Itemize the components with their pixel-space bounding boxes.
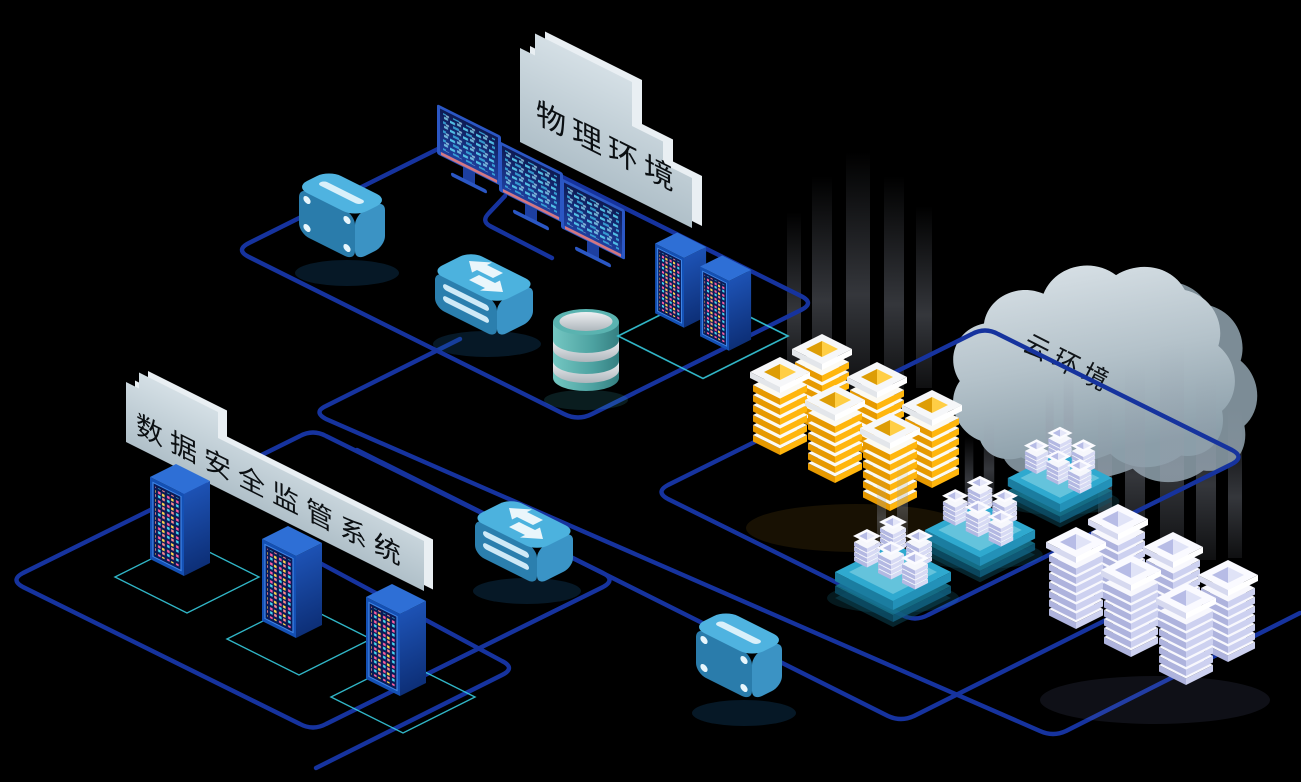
server-icon (654, 231, 707, 329)
beam (1196, 372, 1216, 560)
router-shadow (692, 700, 796, 726)
router-dot (343, 215, 351, 225)
connector-loop-cloud (659, 328, 1241, 621)
router-dot (700, 663, 708, 673)
stack-tower-purple (1046, 527, 1106, 629)
router-dot (700, 635, 708, 645)
monitor-icon (499, 141, 563, 231)
plate-face (126, 372, 424, 591)
beam (884, 176, 904, 390)
connector-elbow-bottom (313, 559, 512, 771)
stack-tower-yellow (860, 413, 920, 511)
switch-icon (473, 501, 581, 604)
beam (1228, 406, 1242, 558)
monitor-base (451, 172, 487, 194)
router-dot (303, 223, 311, 233)
switch-slat (483, 531, 529, 558)
monitor-glow (565, 225, 621, 257)
database-band (553, 340, 619, 362)
router-shadow (295, 260, 399, 286)
monitor-pixels (505, 149, 557, 213)
connector-cross-link-1 (317, 336, 1301, 737)
router-slit (319, 181, 364, 204)
beam (1125, 362, 1145, 552)
storage-stack-purple (1040, 504, 1270, 724)
label-plate-physical: 物理环境 (520, 31, 702, 228)
database-icon (544, 309, 628, 410)
router-dot (303, 195, 311, 205)
switch-icon (433, 254, 541, 357)
connector-elbow-top (483, 193, 555, 261)
database-shadow (544, 390, 628, 410)
connector-loop-supervision (14, 430, 612, 730)
monitor-icon (437, 104, 501, 194)
server-icon (261, 525, 323, 639)
router-dot (740, 655, 748, 665)
connection-lines (14, 133, 1301, 771)
switch-slat (443, 296, 489, 323)
monitor-pixels (567, 186, 619, 250)
stack-tower-yellow (750, 357, 810, 455)
stack-tower-purple (1101, 555, 1161, 657)
beam (812, 176, 832, 384)
plate-face (520, 33, 692, 228)
server-icon (149, 463, 211, 577)
monitor-icon (561, 178, 625, 268)
switch-slat (483, 543, 529, 570)
beam (1160, 340, 1184, 558)
stack-tower-purple (1156, 583, 1216, 685)
monitor-wall (437, 104, 625, 268)
server-icon (365, 583, 427, 697)
monitor-glow (441, 151, 497, 183)
router-icon (295, 173, 399, 286)
transfer-arrows-icon (469, 261, 503, 292)
server-icon (699, 254, 752, 352)
monitor-base (575, 246, 611, 268)
beam (916, 206, 932, 388)
monitor-pixels (443, 112, 495, 176)
switch-shadow (473, 578, 581, 604)
switch-shadow (433, 331, 541, 357)
stack-tower-yellow (805, 385, 865, 483)
database-top (559, 312, 613, 331)
router-slit (716, 621, 761, 644)
stack-reflection (1040, 676, 1270, 724)
monitor-glow (503, 188, 559, 220)
monitor-base (513, 209, 549, 231)
router-dot (343, 243, 351, 253)
transfer-arrows-icon (509, 508, 543, 539)
router-icon (692, 613, 796, 726)
router-dot (740, 683, 748, 693)
switch-slat (443, 284, 489, 311)
database-band (553, 361, 619, 383)
beam (787, 212, 801, 380)
connector-cross-link-2 (354, 447, 1153, 722)
